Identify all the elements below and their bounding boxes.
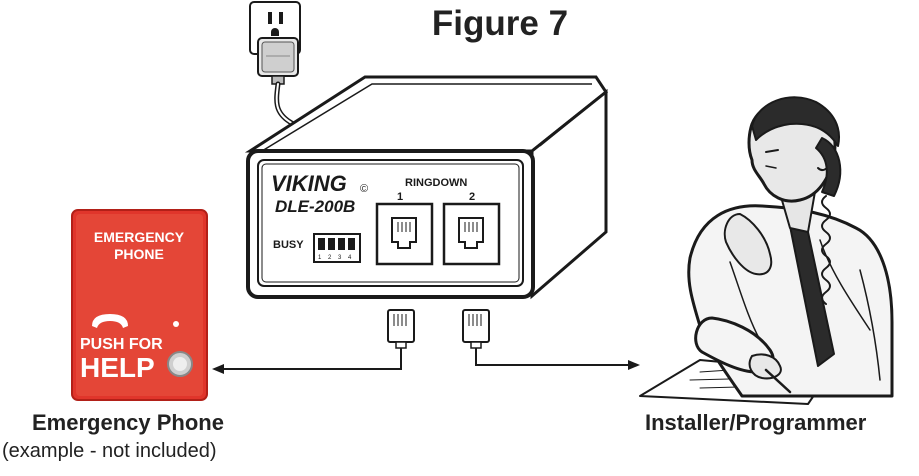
installer-caption: Installer/Programmer xyxy=(645,410,867,435)
dip-number-3: 3 xyxy=(338,255,342,261)
push-for-label: PUSH FOR xyxy=(80,336,163,353)
dip-number-1: 1 xyxy=(318,255,322,261)
arrow-right-icon xyxy=(628,360,640,370)
ringdown-label: RINGDOWN xyxy=(405,177,467,189)
call-indicator-icon xyxy=(173,321,179,327)
rj11-plug-2-icon xyxy=(462,309,490,349)
emergency-phone-image: EMERGENCY PHONE PUSH FOR HELP xyxy=(71,209,208,401)
emergency-phone-caption: Emergency Phone xyxy=(32,410,224,435)
dip-number-2: 2 xyxy=(328,255,332,261)
phone-face-line-2: PHONE xyxy=(114,246,164,262)
figure-title: Figure 7 xyxy=(431,4,569,43)
emergency-phone-caption-sub: (example - not included) xyxy=(2,440,217,462)
dip-number-4: 4 xyxy=(348,255,352,261)
rj11-jack-1-icon xyxy=(375,202,434,266)
arrow-left-icon xyxy=(212,364,224,374)
rj11-jack-2-icon xyxy=(442,202,501,266)
port-1-label: 1 xyxy=(397,191,403,203)
installer-person-illustration xyxy=(639,96,894,405)
viking-dle-200b-device: VIKING © DLE-200B RINGDOWN 1 2 xyxy=(244,75,609,300)
handset-icon xyxy=(92,314,128,328)
device-model: DLE-200B xyxy=(275,197,355,216)
line-to-installer xyxy=(475,348,630,366)
power-adapter-plug-icon xyxy=(257,37,299,85)
busy-dip-switch-icon: 1 2 3 4 xyxy=(313,233,361,263)
phone-face-line-1: EMERGENCY xyxy=(94,229,185,245)
port-2-label: 2 xyxy=(469,191,475,203)
brand-mark: © xyxy=(360,183,368,195)
line-to-emergency-phone xyxy=(220,348,402,370)
busy-label: BUSY xyxy=(273,239,304,251)
device-brand: VIKING xyxy=(271,171,347,196)
help-label: HELP xyxy=(80,352,155,383)
rj11-plug-1-icon xyxy=(387,309,415,349)
